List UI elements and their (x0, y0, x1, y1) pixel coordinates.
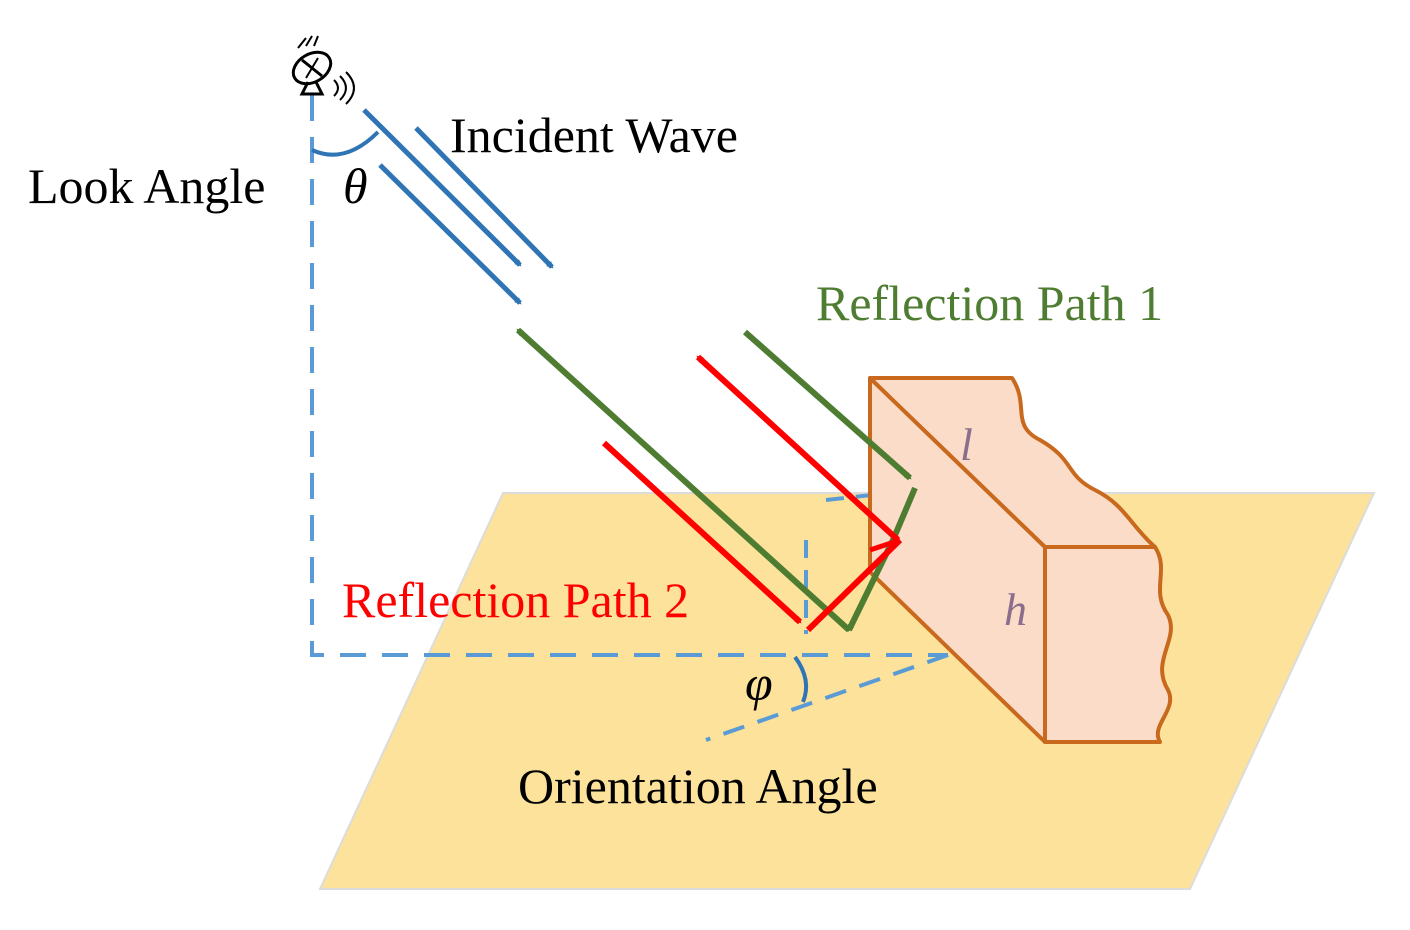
incident-wave-label: Incident Wave (450, 107, 738, 163)
orientation-angle-label: Orientation Angle (518, 758, 878, 814)
ground-plane (318, 492, 1376, 890)
wall-block (868, 376, 1173, 744)
reflection-path-2-out (695, 354, 901, 543)
look-angle-label: Look Angle (28, 158, 265, 214)
reflection-path-1-out (515, 327, 852, 633)
wall-top-face (868, 376, 1157, 549)
wall-side-face (1043, 545, 1173, 744)
look-angle-arc (311, 130, 380, 157)
phi-symbol: φ (745, 655, 773, 711)
wall-length-symbol: l (960, 419, 973, 470)
wall-height-symbol: h (1004, 584, 1027, 635)
reflection-path-2-label: Reflection Path 2 (342, 572, 689, 628)
incident-arrow-2 (362, 108, 522, 267)
orientation-guide (705, 653, 949, 742)
incident-arrow-1 (414, 126, 554, 269)
satellite-dish-icon (291, 35, 355, 105)
reflection-path-2-small (869, 537, 901, 553)
look-angle-guide (310, 95, 948, 657)
theta-symbol: θ (343, 158, 368, 214)
reflection-path-1-label: Reflection Path 1 (816, 275, 1163, 331)
reflection-path-1-in (743, 329, 912, 481)
reflection-path-2-in (601, 440, 803, 625)
orientation-angle-arc (793, 655, 809, 703)
incident-arrow-3 (378, 163, 522, 305)
reflection-path-2-bounce (805, 537, 903, 633)
